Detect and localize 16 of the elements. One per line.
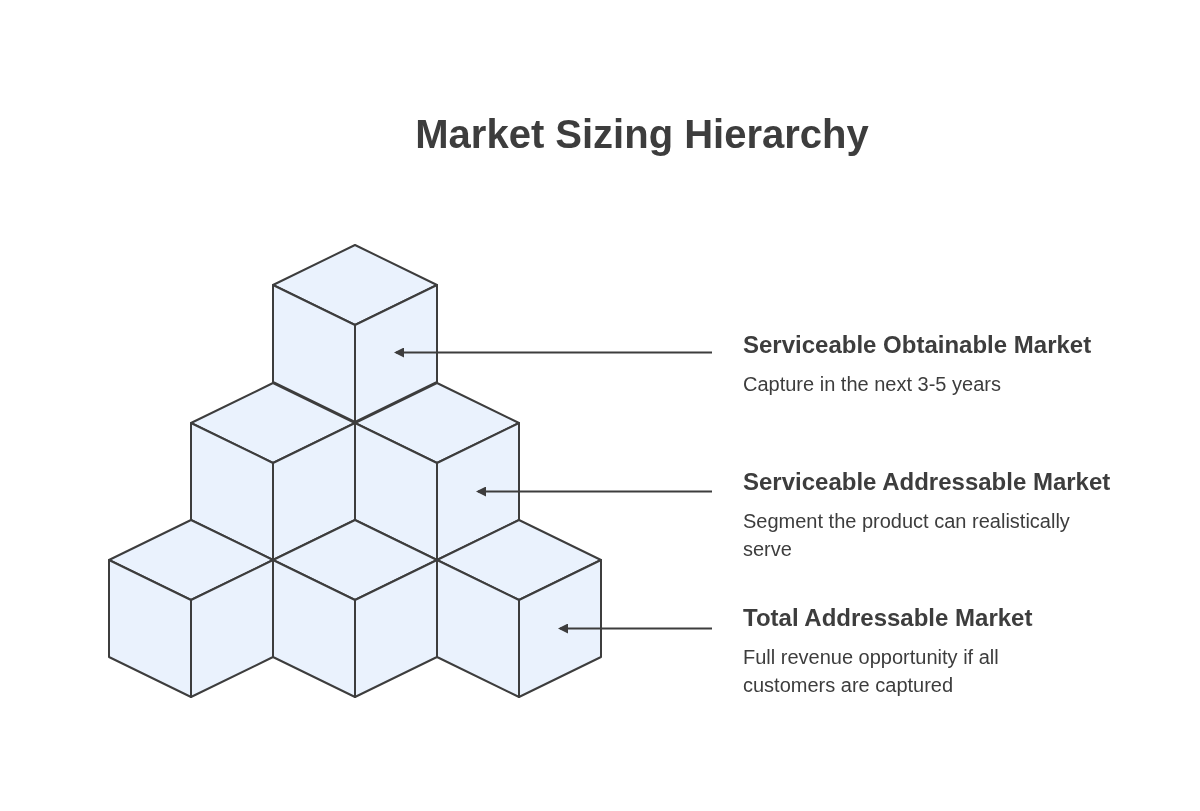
cube [272, 244, 438, 423]
description: Segment the product can realistically serve [743, 509, 1071, 562]
cube [108, 519, 274, 698]
heading: Serviceable Addressable Market [743, 467, 1111, 497]
diagram-title: Market Sizing Hierarchy [414, 112, 870, 157]
arrow [394, 347, 713, 358]
cube [354, 382, 520, 561]
arrow [558, 623, 713, 634]
cube [190, 382, 356, 561]
description: Capture in the next 3-5 years [743, 372, 1002, 397]
description: Full revenue opportunity if all customers are captured [743, 645, 1000, 698]
heading: Serviceable Obtainable Market [743, 330, 1092, 360]
arrow [476, 486, 713, 497]
cube [436, 519, 602, 698]
cube [272, 519, 438, 698]
heading: Total Addressable Market [743, 603, 1033, 633]
